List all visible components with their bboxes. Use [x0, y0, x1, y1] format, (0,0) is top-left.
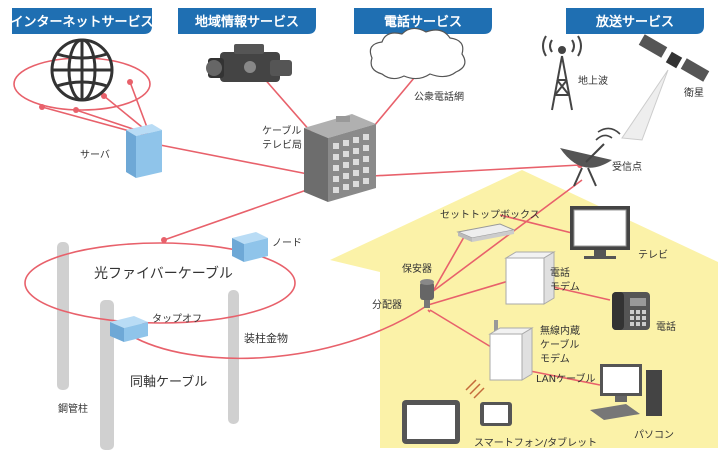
satellite-dish-icon	[560, 127, 621, 187]
pole-hardware-label: 装柱金物	[244, 331, 288, 345]
building-window	[333, 154, 339, 160]
coax-cable-label: 同軸ケーブル	[130, 374, 207, 390]
tablet-icon	[402, 400, 460, 444]
wireless-modem-label-line1: 無線内蔵	[540, 324, 580, 337]
building-window	[343, 140, 349, 146]
router-icon	[488, 320, 534, 381]
receiving-point-label: 受信点	[612, 161, 642, 173]
building-window	[353, 170, 359, 176]
tab-local-info-label: 地域情報サービス	[195, 14, 299, 30]
node-label: ノード	[272, 238, 302, 249]
building-window	[343, 162, 349, 168]
connection-lines	[13, 57, 611, 386]
tab-local-info: 地域情報サービス	[178, 8, 316, 34]
globe-icon	[50, 38, 114, 102]
station-label-line1: ケーブル	[262, 124, 301, 137]
steel-pole-left	[57, 242, 69, 390]
building-window	[363, 134, 369, 140]
distributor-label: 分配器	[372, 299, 402, 311]
protector-label: 保安器	[402, 262, 432, 275]
building-window	[363, 156, 369, 162]
public-phone-network-label: 公衆電話網	[414, 90, 464, 103]
building-window	[333, 176, 339, 182]
wifi-waves-icon	[465, 379, 485, 399]
building-window	[363, 178, 369, 184]
building-window	[363, 145, 369, 151]
node-box-icon	[232, 232, 268, 262]
tab-phone: 電話サービス	[354, 8, 492, 34]
wireless-modem-label-line3: モデム	[540, 352, 570, 365]
server-icon	[126, 124, 162, 178]
modem-icon	[504, 251, 556, 305]
building-window	[343, 151, 349, 157]
building-window	[363, 167, 369, 173]
tab-internet: インターネットサービス	[10, 8, 154, 34]
satellite-beam	[621, 69, 669, 141]
building-window	[333, 143, 339, 149]
building-window	[353, 181, 359, 187]
satellite-icon	[638, 34, 710, 82]
wireless-modem-label-line2: ケーブル	[540, 338, 579, 351]
tap-off-label: タップオフ	[152, 313, 202, 325]
tv-label: テレビ	[638, 249, 668, 261]
tv-icon	[570, 206, 630, 259]
fiber-ring	[24, 242, 296, 324]
steel-pole-label: 鋼管柱	[58, 402, 88, 415]
building-window	[353, 148, 359, 154]
tab-broadcast-label: 放送サービス	[595, 14, 674, 30]
building-window	[333, 165, 339, 171]
cloud-icon	[369, 27, 466, 80]
building-windows	[333, 134, 369, 193]
telephone-icon	[612, 292, 650, 330]
pc-label: パソコン	[634, 429, 674, 441]
tab-broadcast: 放送サービス	[566, 8, 704, 34]
building-window	[353, 137, 359, 143]
building-window	[353, 159, 359, 165]
satellite-label: 衛星	[684, 86, 704, 99]
building-window	[343, 184, 349, 190]
smartphone-icon	[480, 402, 512, 426]
video-camera-icon	[206, 44, 292, 82]
steel-pole-center	[100, 300, 114, 450]
station-label-line2: テレビ局	[262, 139, 302, 151]
telephone-label: 電話	[656, 320, 676, 333]
phone-modem-label-line1: 電話	[550, 266, 570, 279]
protector-icon	[420, 279, 434, 308]
server-label: サーバ	[80, 149, 110, 161]
pc-icon	[590, 364, 662, 420]
lan-cable-label: LANケーブル	[536, 372, 596, 385]
terrestrial-label: 地上波	[578, 74, 608, 87]
building-window	[343, 173, 349, 179]
smartphone-tablet-label: スマートフォン/タブレット	[474, 436, 597, 449]
tab-phone-label: 電話サービス	[384, 14, 462, 30]
phone-modem-label-line2: モデム	[550, 280, 580, 293]
steel-pole-right	[228, 290, 239, 424]
broadcast-tower-icon	[542, 35, 582, 111]
tab-internet-label: インターネットサービス	[10, 14, 153, 30]
tap-off-box-icon	[110, 316, 148, 342]
set-top-box-label: セットトップボックス	[440, 209, 540, 221]
building-window	[333, 187, 339, 193]
set-top-box-icon	[456, 223, 516, 242]
fiber-cable-label: 光ファイバーケーブル	[94, 265, 233, 282]
